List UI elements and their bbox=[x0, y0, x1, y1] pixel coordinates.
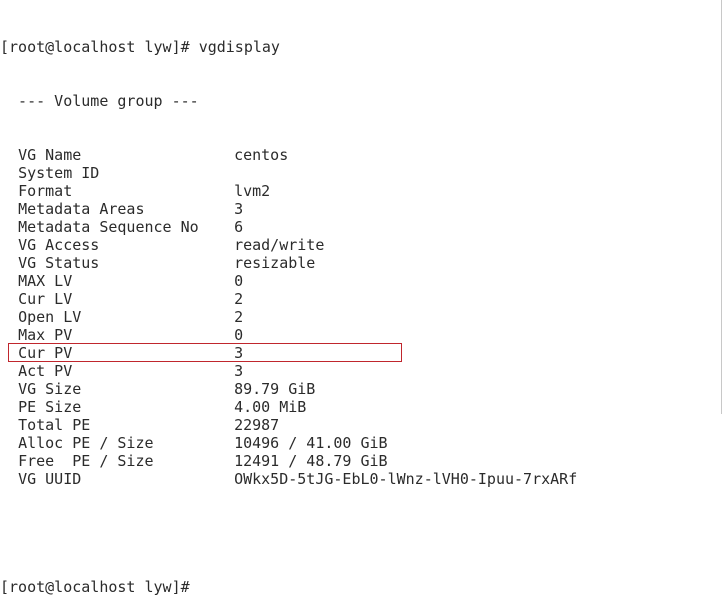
terminal-output[interactable]: [root@localhost lyw]# vgdisplay --- Volu… bbox=[0, 2, 577, 614]
attribute-value: lvm2 bbox=[234, 182, 271, 200]
attribute-value: 0 bbox=[234, 272, 244, 290]
attribute-row: Open LV 2 bbox=[0, 308, 577, 326]
attribute-key: PE Size bbox=[18, 398, 82, 416]
attribute-value: 4.00 MiB bbox=[234, 398, 307, 416]
command-line: [root@localhost lyw]# vgdisplay bbox=[0, 38, 577, 56]
attribute-value: 2 bbox=[234, 290, 244, 308]
attribute-value: 3 bbox=[234, 344, 244, 362]
attribute-key: Metadata Areas bbox=[18, 200, 145, 218]
attribute-key: VG Name bbox=[18, 146, 82, 164]
attribute-key: Act PV bbox=[18, 362, 73, 380]
attribute-row: Act PV 3 bbox=[0, 362, 577, 380]
attribute-key: Total PE bbox=[18, 416, 91, 434]
attribute-key: VG UUID bbox=[18, 470, 82, 488]
attribute-row: VG UUID OWkx5D-5tJG-EbL0-lWnz-lVH0-Ipuu-7… bbox=[0, 470, 577, 488]
attribute-key: VG Size bbox=[18, 380, 82, 398]
highlight-box-free-pe bbox=[8, 343, 402, 362]
attribute-row: Cur PV 3 bbox=[0, 344, 577, 362]
attribute-value: 12491 / 48.79 GiB bbox=[234, 452, 388, 470]
section-header: --- Volume group --- bbox=[0, 92, 199, 110]
attribute-row: PE Size 4.00 MiB bbox=[0, 398, 577, 416]
attribute-value: 2 bbox=[234, 308, 244, 326]
attribute-value: 0 bbox=[234, 326, 244, 344]
attribute-row: Total PE 22987 bbox=[0, 416, 577, 434]
attribute-value: resizable bbox=[234, 254, 316, 272]
attribute-value: 3 bbox=[234, 362, 244, 380]
attribute-row: VG Status resizable bbox=[0, 254, 577, 272]
attribute-row: Cur LV 2 bbox=[0, 290, 577, 308]
attribute-value: 6 bbox=[234, 218, 244, 236]
attribute-key: VG Access bbox=[18, 236, 100, 254]
attribute-value: 10496 / 41.00 GiB bbox=[234, 434, 388, 452]
attribute-value: 89.79 GiB bbox=[234, 380, 316, 398]
attribute-key: Cur PV bbox=[18, 344, 73, 362]
attribute-row: VG Access read/write bbox=[0, 236, 577, 254]
attribute-row: VG Name centos bbox=[0, 146, 577, 164]
attribute-value: centos bbox=[234, 146, 289, 164]
prompt: [root@localhost lyw]# bbox=[0, 38, 199, 56]
attribute-key: Free PE / Size bbox=[18, 452, 154, 470]
attribute-row: Max PV 0 bbox=[0, 326, 577, 344]
attribute-value: 3 bbox=[234, 200, 244, 218]
attribute-row: Alloc PE / Size 10496 / 41.00 GiB bbox=[0, 434, 577, 452]
attribute-value: OWkx5D-5tJG-EbL0-lWnz-lVH0-Ipuu-7rxARf bbox=[234, 470, 578, 488]
attribute-key: Alloc PE / Size bbox=[18, 434, 154, 452]
attribute-key: Format bbox=[18, 182, 73, 200]
attribute-row: System ID bbox=[0, 164, 577, 182]
attribute-row: Metadata Sequence No 6 bbox=[0, 218, 577, 236]
attribute-key: Max PV bbox=[18, 326, 73, 344]
attribute-row: MAX LV 0 bbox=[0, 272, 577, 290]
attribute-key: VG Status bbox=[18, 254, 100, 272]
command: vgdisplay bbox=[198, 38, 280, 56]
attribute-key: Cur LV bbox=[18, 290, 73, 308]
vg-attributes: VG Name centos System ID Format lvm2 Metad… bbox=[0, 146, 577, 488]
attribute-key: MAX LV bbox=[18, 272, 73, 290]
attribute-key: System ID bbox=[18, 164, 100, 182]
final-prompt: [root@localhost lyw]# bbox=[0, 578, 190, 596]
attribute-row: Metadata Areas 3 bbox=[0, 200, 577, 218]
attribute-value: read/write bbox=[234, 236, 325, 254]
attribute-key: Open LV bbox=[18, 308, 82, 326]
attribute-row: VG Size 89.79 GiB bbox=[0, 380, 577, 398]
attribute-key: Metadata Sequence No bbox=[18, 218, 199, 236]
attribute-row: Free PE / Size 12491 / 48.79 GiB bbox=[0, 452, 577, 470]
window-edge bbox=[721, 0, 722, 414]
attribute-row: Format lvm2 bbox=[0, 182, 577, 200]
attribute-value: 22987 bbox=[234, 416, 280, 434]
